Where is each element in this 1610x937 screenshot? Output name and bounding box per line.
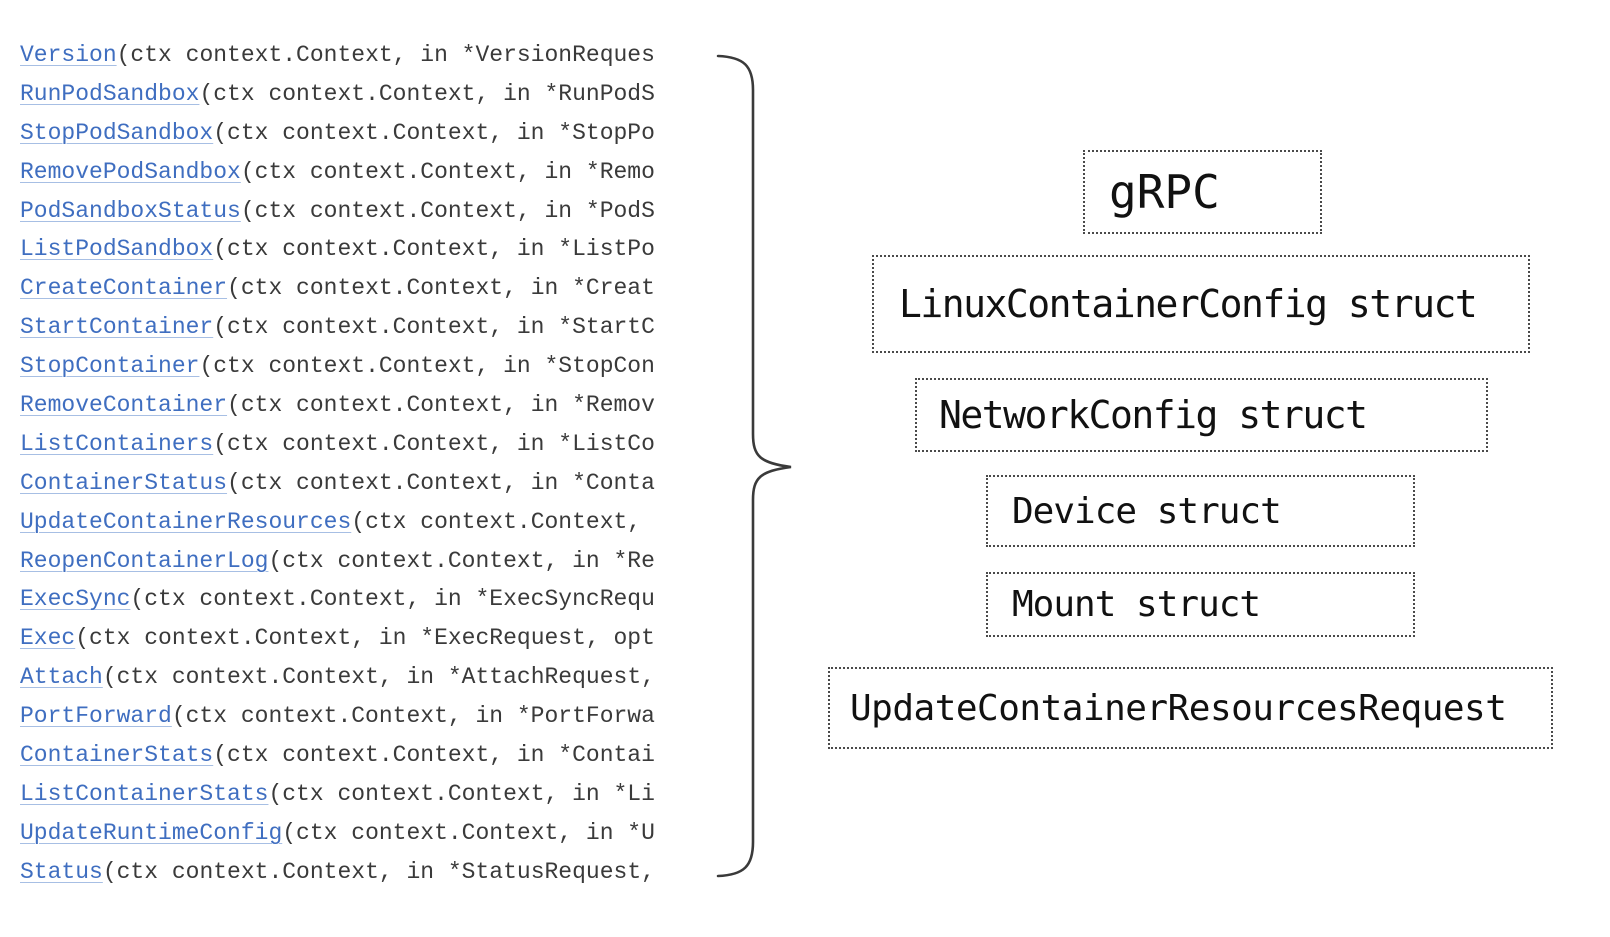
method-signature-rest: (ctx context.Context, in *Creat: [227, 275, 655, 302]
method-signature-line: PortForward(ctx context.Context, in *Por…: [20, 697, 658, 736]
method-signature-line: ContainerStats(ctx context.Context, in *…: [20, 736, 658, 775]
method-signature-rest: (ctx context.Context, in *RunPodS: [199, 80, 655, 107]
method-signature-rest: (ctx context.Context, in *StatusRequest,: [102, 858, 655, 885]
method-signature-rest: (ctx context.Context, in *VersionReques: [116, 42, 655, 68]
method-name-link[interactable]: RemoveContainer: [20, 392, 228, 419]
method-signature-line: RemoveContainer(ctx context.Context, in …: [20, 386, 658, 425]
method-signature-line: RunPodSandbox(ctx context.Context, in *R…: [20, 75, 658, 114]
method-signature-rest: (ctx context.Context, in *ListPo: [213, 236, 655, 263]
method-signature-rest: (ctx context.Context, in *Conta: [227, 469, 655, 496]
method-name-link[interactable]: ContainerStatus: [20, 469, 228, 496]
method-signature-line: CreateContainer(ctx context.Context, in …: [20, 269, 658, 308]
method-signature-line: StartContainer(ctx context.Context, in *…: [20, 308, 658, 347]
method-signature-line: ListContainerStats(ctx context.Context, …: [20, 775, 658, 814]
method-name-link[interactable]: ListContainerStats: [20, 780, 269, 807]
method-signature-line: UpdateRuntimeConfig(ctx context.Context,…: [20, 814, 658, 853]
method-signature-rest: (ctx context.Context, in *Remo: [240, 158, 655, 185]
method-signature-line: ReopenContainerLog(ctx context.Context, …: [20, 542, 658, 581]
method-signature-line: ListContainers(ctx context.Context, in *…: [20, 425, 658, 464]
method-name-link[interactable]: Attach: [20, 664, 103, 691]
method-name-link[interactable]: CreateContainer: [20, 275, 228, 302]
method-signature-line: ContainerStatus(ctx context.Context, in …: [20, 464, 658, 503]
label-box-device-struct: Device struct: [986, 475, 1415, 547]
method-name-link[interactable]: RemovePodSandbox: [20, 158, 241, 185]
method-signature-rest: (ctx context.Context, in *Remov: [227, 392, 655, 419]
code-panel: Version(ctx context.Context, in *Version…: [20, 36, 658, 902]
method-name-link[interactable]: ListContainers: [20, 430, 214, 457]
method-signature-rest: (ctx context.Context, in *Re: [268, 547, 655, 574]
method-name-link[interactable]: ContainerStats: [20, 742, 214, 769]
method-name-link[interactable]: PodSandboxStatus: [20, 197, 241, 224]
method-signature-line: Version(ctx context.Context, in *Version…: [20, 36, 658, 75]
method-name-link[interactable]: StopPodSandbox: [20, 119, 214, 146]
method-signature-line: ExecSync(ctx context.Context, in *ExecSy…: [20, 580, 658, 619]
label-box-update-container-resources-request: UpdateContainerResourcesRequest: [828, 667, 1553, 749]
method-signature-rest: (ctx context.Context, in *StopPo: [213, 119, 655, 146]
method-signature-rest: (ctx context.Context, in *PodS: [240, 197, 655, 224]
method-signature-line: StopPodSandbox(ctx context.Context, in *…: [20, 114, 658, 153]
label-box-linux-container-config-struct: LinuxContainerConfig struct: [872, 255, 1530, 353]
method-signature-rest: (ctx context.Context, in *Contai: [213, 742, 655, 769]
curly-brace: [716, 54, 792, 878]
linux-label: LinuxContainerConfig struct: [899, 282, 1478, 326]
method-name-link[interactable]: UpdateRuntimeConfig: [20, 819, 283, 846]
method-signature-line: StopContainer(ctx context.Context, in *S…: [20, 347, 658, 386]
method-signature-line: RemovePodSandbox(ctx context.Context, in…: [20, 153, 658, 192]
label-box-mount-struct: Mount struct: [986, 572, 1415, 637]
mount-label: Mount struct: [1012, 584, 1261, 625]
method-signature-line: ListPodSandbox(ctx context.Context, in *…: [20, 230, 658, 269]
method-signature-rest: (ctx context.Context, in *Li: [268, 780, 655, 807]
method-signature-rest: (ctx context.Context, in *U: [282, 819, 655, 846]
method-signature-rest: (ctx context.Context, in *PortForwa: [171, 703, 655, 730]
method-signature-rest: (ctx context.Context,: [351, 508, 642, 535]
method-name-link[interactable]: Version: [20, 42, 117, 68]
method-name-link[interactable]: RunPodSandbox: [20, 80, 200, 107]
method-name-link[interactable]: StartContainer: [20, 314, 214, 341]
method-name-link[interactable]: PortForward: [20, 703, 172, 730]
method-signature-line: PodSandboxStatus(ctx context.Context, in…: [20, 192, 658, 231]
method-signature-rest: (ctx context.Context, in *AttachRequest,: [102, 664, 655, 691]
update-label: UpdateContainerResourcesRequest: [850, 687, 1507, 729]
network-label: NetworkConfig struct: [939, 393, 1368, 437]
method-name-link[interactable]: StopContainer: [20, 353, 200, 380]
label-box-network-config-struct: NetworkConfig struct: [915, 378, 1488, 452]
method-signature-rest: (ctx context.Context, in *ListCo: [213, 430, 655, 457]
method-name-link[interactable]: Exec: [20, 625, 76, 652]
method-signature-line: Attach(ctx context.Context, in *AttachRe…: [20, 658, 658, 697]
method-name-link[interactable]: ReopenContainerLog: [20, 547, 269, 574]
method-signature-rest: (ctx context.Context, in *StopCon: [199, 353, 655, 380]
method-signature-rest: (ctx context.Context, in *StartC: [213, 314, 655, 341]
method-name-link[interactable]: ExecSync: [20, 586, 131, 613]
method-name-link[interactable]: Status: [20, 858, 103, 885]
method-name-link[interactable]: UpdateContainerResources: [20, 508, 352, 535]
method-signature-line: Status(ctx context.Context, in *StatusRe…: [20, 853, 658, 892]
grpc-label: gRPC: [1109, 165, 1220, 219]
method-signature-line: Exec(ctx context.Context, in *ExecReques…: [20, 619, 658, 658]
device-label: Device struct: [1012, 490, 1282, 532]
method-signature-line: UpdateContainerResources(ctx context.Con…: [20, 503, 658, 542]
method-name-link[interactable]: ListPodSandbox: [20, 236, 214, 263]
label-box-grpc: gRPC: [1083, 150, 1322, 234]
method-signature-rest: (ctx context.Context, in *ExecRequest, o…: [75, 625, 655, 652]
method-signature-rest: (ctx context.Context, in *ExecSyncRequ: [130, 586, 655, 613]
